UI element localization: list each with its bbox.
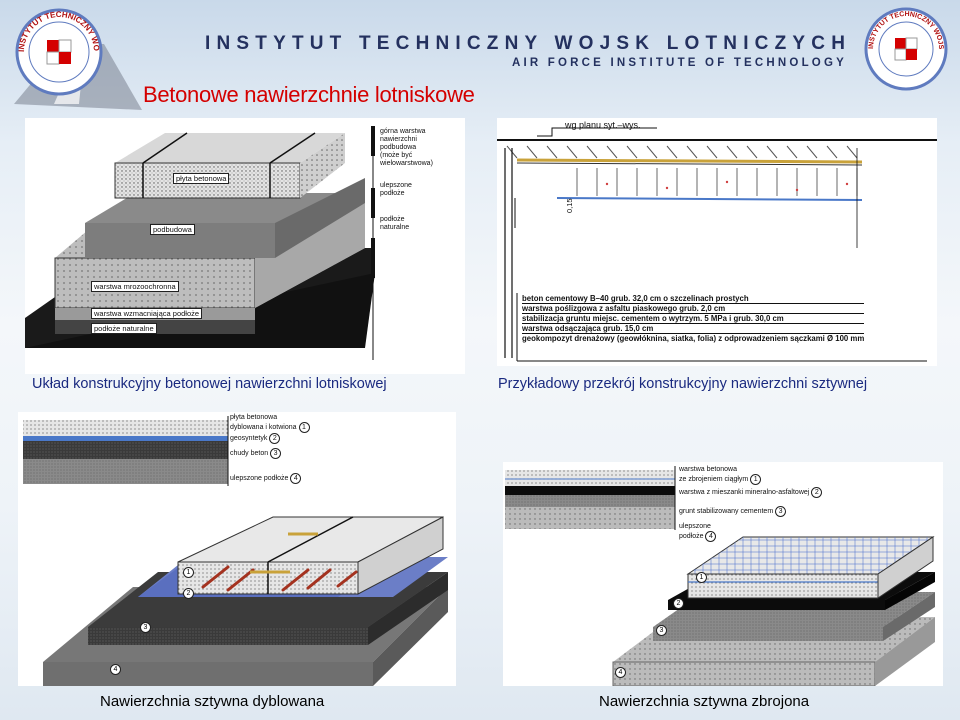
num-badge: 3	[140, 622, 151, 633]
figure-dowelled: płyta betonowa dyblowana i kotwiona 1 ge…	[18, 412, 456, 686]
legend-line: warstwa betonowa	[679, 466, 737, 473]
num-badge: 1	[750, 474, 762, 485]
section-table: beton cementowy B–40 grub. 32,0 cm o szc…	[522, 294, 865, 343]
panel4-legend: warstwa betonowa ze zbrojeniem ciągłym 1…	[679, 466, 823, 542]
legend-line: ulepszone	[679, 523, 711, 530]
legend-line: naturalne	[380, 224, 410, 231]
num-badge: 2	[269, 433, 281, 444]
label-reinf: warstwa wzmacniająca podłoże	[91, 308, 203, 319]
logo-right: INSTYTUT TECHNICZNY WOJSK LOTNICZYCH	[859, 1, 950, 92]
legend-line: podbudowa	[380, 144, 417, 151]
section-row: geokompozyt drenażowy (geowłóknina, siat…	[522, 334, 865, 343]
caption-panel4: Nawierzchnia sztywna zbrojona	[599, 693, 810, 710]
legend-line: podłoże	[380, 190, 405, 197]
num-badge: 3	[775, 506, 787, 517]
num-badge: 2	[673, 598, 684, 609]
legend-line: ulepszone	[380, 182, 412, 189]
grade-label: wg planu syt.–wys.	[565, 120, 641, 130]
num-badge: 1	[183, 567, 194, 578]
figure-layer-system: płyta betonowa podbudowa warstwa mrozooc…	[25, 118, 465, 374]
legend-line: ze zbrojeniem ciągłym 1	[679, 474, 822, 485]
section-row: beton cementowy B–40 grub. 32,0 cm o szc…	[522, 294, 865, 304]
label-frost: warstwa mrozoochronna	[91, 281, 179, 292]
num-badge: 4	[705, 531, 717, 542]
logo-left: INSTYTUT TECHNICZNY WOJSK LOTNICZYCH	[1, 0, 142, 110]
num-badge: 4	[290, 473, 302, 484]
legend-line: chudy beton 3	[230, 448, 310, 459]
section-row: stabilizacja gruntu miejsc. cementem o w…	[522, 314, 865, 324]
caption-panel2: Przykładowy przekrój konstrukcyjny nawie…	[498, 376, 868, 392]
figure-reinforced: warstwa betonowa ze zbrojeniem ciągłym 1…	[503, 462, 943, 686]
label-base: podbudowa	[150, 224, 195, 235]
legend-line: płyta betonowa	[230, 414, 278, 421]
panel3-legend: płyta betonowa dyblowana i kotwiona 1 ge…	[230, 414, 310, 484]
caption-panel3: Nawierzchnia sztywna dyblowana	[100, 693, 325, 710]
section-row: warstwa odsączająca grub. 15,0 cm	[522, 324, 865, 334]
panel1-legend: górna warstwa nawierzchni podbudowa (moż…	[380, 128, 433, 232]
legend-line: górna warstwa	[380, 128, 426, 135]
institute-name-en: AIR FORCE INSTITUTE OF TECHNOLOGY	[512, 57, 847, 69]
legend-line: grunt stabilizowany cementem 3	[679, 506, 822, 517]
num-badge: 3	[656, 625, 667, 636]
legend-line: (może być	[380, 152, 413, 159]
legend-line: nawierzchni	[380, 136, 417, 143]
num-badge: 4	[615, 667, 626, 678]
label-natural: podłoże naturalne	[91, 323, 157, 334]
legend-line: ulepszone podłoże 4	[230, 473, 310, 484]
institute-name-pl: INSTYTUT TECHNICZNY WOJSK LOTNICZYCH	[205, 33, 852, 54]
label-slab: płyta betonowa	[173, 173, 230, 184]
legend-line: podłoże	[380, 216, 405, 223]
page-title: Betonowe nawierzchnie lotniskowe	[143, 82, 475, 107]
num-badge: 2	[811, 487, 823, 498]
num-badge: 4	[110, 664, 121, 675]
num-badge: 1	[298, 422, 310, 433]
legend-line: wielowarstwowa)	[380, 160, 433, 167]
legend-line: warstwa z mieszanki mineralno-asfaltowej…	[679, 487, 823, 498]
legend-line: geosyntetyk 2	[230, 433, 310, 444]
legend-line: podłoże 4	[679, 531, 822, 542]
dim-label: 0,15	[565, 198, 574, 213]
figure-cross-section: wg planu syt.–wys. 0,15 beton cementowy …	[497, 118, 937, 366]
num-badge: 2	[183, 588, 194, 599]
num-badge: 3	[270, 448, 282, 459]
section-row: warstwa poślizgowa z asfaltu piaskowego …	[522, 304, 865, 314]
num-badge: 1	[696, 572, 707, 583]
caption-panel1: Układ konstrukcyjny betonowej nawierzchn…	[32, 376, 387, 392]
legend-line: dyblowana i kotwiona 1	[230, 422, 310, 433]
